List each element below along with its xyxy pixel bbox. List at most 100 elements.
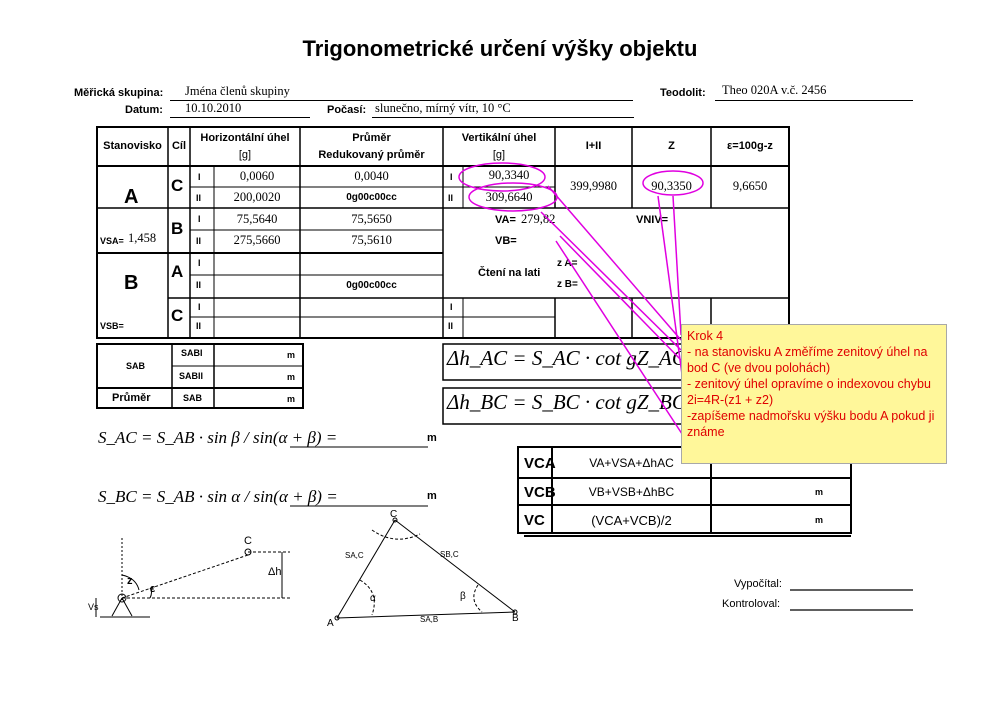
pos-i: I: [450, 302, 453, 312]
sab-i-label: SABI: [181, 348, 203, 358]
tri-b-label: B: [512, 613, 519, 624]
pos-i: I: [198, 172, 201, 182]
target-b-a: B: [171, 219, 184, 238]
pos-i: I: [450, 172, 453, 182]
hz-ac-1[interactable]: 0,0060: [239, 169, 275, 183]
pos-ii: II: [196, 321, 202, 331]
target-c-a: C: [171, 176, 184, 195]
sum-ac[interactable]: 399,9980: [570, 179, 617, 193]
tri-alpha-label: α: [370, 593, 376, 604]
page-title: Trigonometrické určení výšky objektu: [302, 36, 698, 61]
formula-dh-bc: Δh_BC = S_BC · cot gZ_BC =: [447, 390, 706, 414]
header-horizontal-unit: [g]: [238, 149, 252, 161]
vca-label: VCA: [524, 455, 556, 472]
header-z: Z: [668, 140, 675, 152]
v-ac-1[interactable]: 90,3340: [488, 168, 530, 182]
sab-average-label: Průměr: [112, 392, 151, 404]
diag-vs-label: Vs: [88, 602, 99, 612]
pos-ii: II: [196, 280, 202, 290]
vsa-label: VSA=: [100, 236, 124, 246]
eps-ac[interactable]: 9,6650: [732, 179, 768, 193]
formula-s-bc: S_BC = S_AB · sin α / sin(α + β) =: [98, 487, 338, 506]
group-line: [170, 100, 633, 101]
weather-value[interactable]: slunečno, mírný vítr, 10 °C: [375, 101, 511, 115]
hz-ac-2[interactable]: 200,0020: [233, 190, 281, 204]
diag-dh-label: Δh: [268, 566, 282, 578]
computed-label: Vypočítal:: [734, 578, 782, 590]
theodolite-value[interactable]: Theo 020A v.č. 2456: [722, 83, 827, 97]
sab-label: SAB: [126, 361, 146, 371]
header-average: Průměr: [352, 132, 391, 144]
pos-ii: II: [448, 321, 454, 331]
vcb-unit: m: [815, 487, 824, 497]
za-label: z A=: [557, 258, 578, 269]
theodolite-line: [715, 100, 913, 101]
tri-sab-label: SA,B: [420, 615, 439, 624]
theodolite-label: Teodolit:: [660, 87, 706, 99]
pos-ii: II: [196, 193, 202, 203]
sab-i-unit: m: [287, 350, 296, 360]
tri-sac-label: SA,C: [345, 551, 364, 560]
header-sum: I+II: [585, 140, 602, 152]
header-target: Cíl: [171, 140, 187, 152]
avg-ab-2[interactable]: 75,5610: [351, 233, 392, 247]
pos-ii: II: [196, 236, 202, 246]
pos-i: I: [198, 302, 201, 312]
z-ac[interactable]: 90,3350: [651, 179, 692, 193]
formula-s-ac-unit: m: [427, 432, 437, 444]
highlight-annotations: [458, 162, 704, 441]
vsa-value[interactable]: 1,458: [128, 231, 157, 245]
hz-ab-1[interactable]: 75,5640: [236, 212, 278, 226]
avg-ba-2[interactable]: 0g00c00cc: [346, 280, 397, 291]
staff-reading-label: Čtení na lati: [478, 267, 541, 279]
diag-z-label: z: [127, 575, 133, 587]
target-c-b: C: [171, 306, 184, 325]
weather-line: [372, 117, 634, 118]
va-label: VA=: [495, 214, 516, 226]
vcb-label: VCB: [524, 484, 556, 501]
group-label: Měřická skupina:: [74, 87, 164, 99]
formula-s-bc-unit: m: [427, 490, 437, 502]
avg-ac-1[interactable]: 0,0040: [354, 169, 389, 183]
tri-a-label: A: [327, 618, 334, 629]
sab-ii-unit: m: [287, 372, 296, 382]
target-a-b: A: [171, 262, 184, 281]
date-label: Datum:: [125, 104, 163, 116]
avg-ab-1[interactable]: 75,5650: [351, 212, 392, 226]
sab-average-unit: m: [287, 394, 296, 404]
pos-i: I: [198, 258, 201, 268]
v-ac-2[interactable]: 309,6640: [485, 190, 533, 204]
diag-eps-label: ε: [150, 583, 156, 595]
vb-label: VB=: [495, 235, 517, 247]
zb-label: z B=: [557, 279, 578, 290]
sab-average-sab: SAB: [183, 393, 203, 403]
avg-ac-2[interactable]: 0g00c00cc: [346, 192, 397, 203]
header-epsilon: ε=100g-z: [727, 140, 773, 152]
tri-c-label: C: [390, 509, 398, 520]
formula-dh-ac: Δh_AC = S_AC · cot gZ_AC =: [447, 346, 706, 370]
group-value[interactable]: Jména členů skupiny: [185, 84, 290, 98]
date-line: [170, 117, 310, 118]
header-horizontal: Horizontální úhel: [200, 132, 290, 144]
hz-ab-2[interactable]: 275,5660: [233, 233, 281, 247]
vca-formula: VA+VSA+ΔhAC: [589, 456, 674, 470]
instruction-note: Krok 4 - na stanovisku A změříme zenitov…: [681, 324, 947, 464]
formula-s-ac: S_AC = S_AB · sin β / sin(α + β) =: [98, 428, 338, 447]
elevation-diagram: [95, 538, 290, 618]
vc-unit: m: [815, 515, 824, 525]
va-value[interactable]: 279,82: [521, 212, 556, 226]
tri-beta-label: β: [460, 591, 466, 602]
tri-sbc-label: SB,C: [440, 550, 459, 559]
station-a: A: [124, 186, 139, 208]
pos-ii: II: [448, 193, 454, 203]
vsb-label: VSB=: [100, 321, 124, 331]
header-reduced-average: Redukovaný průměr: [318, 149, 425, 161]
pos-i: I: [198, 214, 201, 224]
vc-formula: (VCA+VCB)/2: [591, 513, 672, 528]
sab-ii-label: SABII: [179, 371, 204, 381]
header-vertical-unit: [g]: [492, 149, 506, 161]
vcb-formula: VB+VSB+ΔhBC: [588, 485, 675, 499]
diag-c-label: C: [244, 535, 252, 547]
date-value[interactable]: 10.10.2010: [185, 101, 242, 115]
